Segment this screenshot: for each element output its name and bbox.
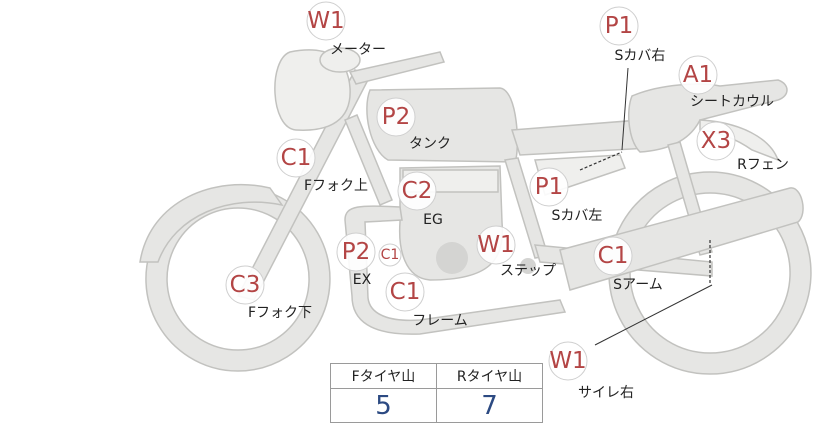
part-label: ステップ bbox=[500, 263, 556, 279]
marker-code: C1 bbox=[281, 145, 312, 171]
part-label: Sカバ左 bbox=[552, 208, 603, 224]
marker-code: C1 bbox=[390, 279, 421, 305]
marker-circle bbox=[397, 171, 437, 211]
marker-circle bbox=[529, 167, 569, 207]
marker-code: C1 bbox=[598, 243, 629, 269]
marker-circle bbox=[476, 225, 516, 265]
part-label: Fフォク下 bbox=[248, 305, 312, 321]
part-label: タンク bbox=[409, 136, 451, 152]
marker-code: W1 bbox=[549, 348, 586, 374]
part-label: Fフォク上 bbox=[304, 178, 368, 194]
part-label: メーター bbox=[330, 42, 386, 58]
marker-circle bbox=[306, 1, 346, 41]
marker-circle bbox=[376, 97, 416, 137]
part-label: EG bbox=[423, 212, 443, 228]
marker-circle bbox=[548, 341, 588, 381]
part-label: Sアーム bbox=[613, 277, 663, 293]
step-peg bbox=[520, 258, 536, 274]
exhaust-header bbox=[344, 205, 567, 335]
marker-code: C3 bbox=[230, 272, 261, 298]
handlebar bbox=[348, 51, 446, 85]
marker-circle bbox=[225, 265, 265, 305]
marker-code: W1 bbox=[477, 232, 514, 258]
marker-circle bbox=[599, 6, 639, 46]
part-label: シートカウル bbox=[690, 94, 774, 110]
rear-tire-value: 7 bbox=[436, 388, 543, 423]
marker-code: X3 bbox=[701, 128, 731, 154]
marker-code: C2 bbox=[402, 178, 433, 204]
meter-gauge bbox=[319, 47, 361, 73]
marker-silencer-right: W1 サイレ右 bbox=[548, 341, 634, 401]
marker-circle bbox=[276, 138, 316, 178]
marker-circle bbox=[593, 236, 633, 276]
part-label: EX bbox=[353, 272, 372, 288]
engine-cover bbox=[436, 242, 468, 274]
marker-code: P1 bbox=[535, 174, 564, 200]
silencer bbox=[559, 187, 804, 291]
marker-sub-circle bbox=[378, 243, 402, 267]
leader-lines bbox=[579, 67, 713, 346]
marker-code: P2 bbox=[342, 239, 371, 265]
marker-code: A1 bbox=[683, 62, 713, 88]
marker-sub-code: C1 bbox=[381, 247, 400, 263]
marker-circle bbox=[385, 272, 425, 312]
part-label: Rフェン bbox=[737, 157, 789, 173]
front-fender bbox=[139, 184, 284, 263]
marker-code: P1 bbox=[605, 13, 634, 39]
marker-circle bbox=[678, 55, 718, 95]
part-label: サイレ右 bbox=[578, 385, 634, 401]
front-tire-header: Fタイヤ山 bbox=[330, 363, 437, 389]
tire-tread-table: Fタイヤ山 Rタイヤ山 5 7 bbox=[330, 363, 543, 423]
marker-circle bbox=[336, 232, 376, 272]
marker-frame: C1 フレーム bbox=[385, 272, 468, 329]
rear-tire-header: Rタイヤ山 bbox=[436, 363, 543, 389]
front-tire-value: 5 bbox=[330, 388, 437, 423]
marker-step: W1 ステップ bbox=[476, 225, 556, 279]
marker-circle bbox=[696, 121, 736, 161]
part-label: Sカバ右 bbox=[615, 48, 666, 64]
marker-code: W1 bbox=[307, 8, 344, 34]
marker-meter: W1 メーター bbox=[306, 1, 386, 58]
marker-tank: P2 タンク bbox=[376, 97, 451, 152]
part-label: フレーム bbox=[412, 313, 468, 329]
marker-code: P2 bbox=[382, 104, 411, 130]
frame-front bbox=[344, 114, 393, 206]
marker-seat-cowl: A1 シートカウル bbox=[678, 55, 774, 110]
